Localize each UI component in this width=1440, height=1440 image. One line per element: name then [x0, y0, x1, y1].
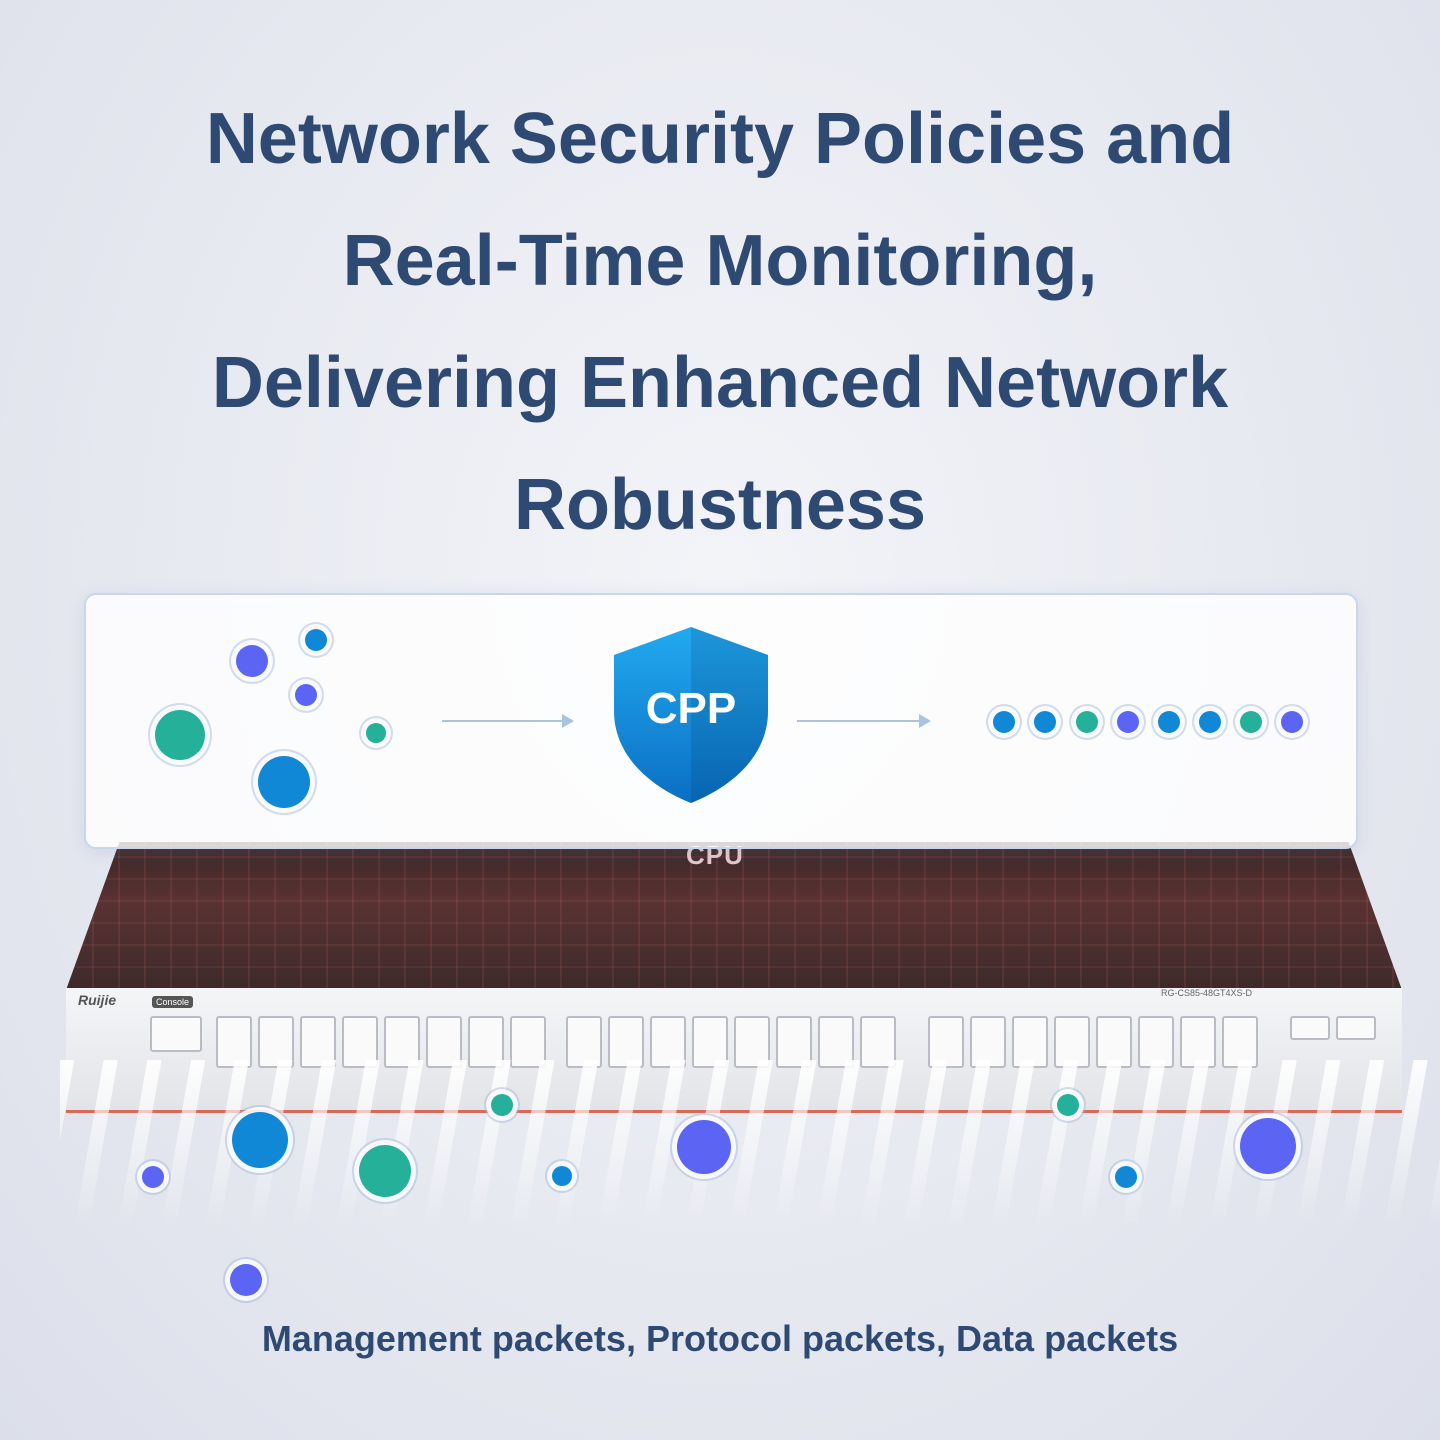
packet-dot-icon [359, 1145, 411, 1197]
packet-dot-icon [295, 684, 317, 706]
console-label: Console [152, 996, 194, 1008]
packet-dot-icon [258, 756, 310, 808]
packet-dot-icon [1199, 711, 1221, 733]
ethernet-port-icon [1180, 1016, 1216, 1068]
ethernet-cables [60, 1060, 1440, 1230]
ethernet-port-icon [818, 1016, 854, 1068]
packet-dot-icon [232, 1112, 288, 1168]
ethernet-port-icon [300, 1016, 336, 1068]
packet-dot-icon [993, 711, 1015, 733]
packet-dot-icon [1034, 711, 1056, 733]
brand-logo: Ruijie [78, 992, 117, 1008]
ethernet-port-icon [1290, 1016, 1330, 1040]
ethernet-port-icon [608, 1016, 644, 1068]
ethernet-port-icon [1222, 1016, 1258, 1068]
packet-dot-icon [1158, 711, 1180, 733]
headline-line-3: Delivering Enhanced Network [211, 343, 1229, 423]
port-group-1 [216, 1016, 546, 1074]
packet-dot-icon [236, 645, 268, 677]
packet-dot-icon [1115, 1166, 1137, 1188]
shield-icon [614, 627, 768, 803]
ethernet-port-icon [1012, 1016, 1048, 1068]
packet-dot-icon [677, 1120, 731, 1174]
ethernet-port-icon [342, 1016, 378, 1068]
packet-dot-icon [1281, 711, 1303, 733]
ethernet-port-icon [650, 1016, 686, 1068]
packet-dot-icon [1240, 1118, 1296, 1174]
shield-label: CPP [645, 684, 737, 733]
headline: Network Security Policies and Real-Time … [80, 78, 1360, 566]
arrow-right-icon [442, 714, 574, 728]
sfp-port-group [1290, 1016, 1376, 1074]
switch-internal-board [66, 842, 1402, 990]
packet-dot-icon [155, 710, 205, 760]
arrow-right-icon [797, 714, 931, 728]
ethernet-port-icon [426, 1016, 462, 1068]
packet-dot-icon [1076, 711, 1098, 733]
ethernet-port-icon [860, 1016, 896, 1068]
mgmt-port-group [150, 1016, 202, 1074]
port-group-2 [566, 1016, 896, 1074]
ethernet-port-icon [928, 1016, 964, 1068]
ethernet-port-icon [150, 1016, 202, 1052]
packet-dot-icon [1117, 711, 1139, 733]
packet-dot-icon [366, 723, 386, 743]
packet-dot-icon [230, 1264, 262, 1296]
packet-dot-icon [1057, 1094, 1079, 1116]
ethernet-port-icon [1336, 1016, 1376, 1040]
ethernet-port-icon [776, 1016, 812, 1068]
headline-line-4: Robustness [513, 465, 927, 545]
packet-dot-icon [1240, 711, 1262, 733]
ethernet-port-icon [510, 1016, 546, 1068]
ethernet-port-icon [734, 1016, 770, 1068]
packet-dot-icon [552, 1166, 572, 1186]
headline-line-2: Real-Time Monitoring, [342, 221, 1098, 301]
model-label: RG-CS85-48GT4XS-D [1160, 988, 1252, 998]
port-group-3 [928, 1016, 1258, 1074]
packet-dot-icon [491, 1094, 513, 1116]
ethernet-port-icon [384, 1016, 420, 1068]
ethernet-port-icon [1138, 1016, 1174, 1068]
headline-line-1: Network Security Policies and [205, 99, 1235, 179]
packet-dot-icon [142, 1166, 164, 1188]
ethernet-port-icon [1054, 1016, 1090, 1068]
packet-dot-icon [305, 629, 327, 651]
ethernet-port-icon [1096, 1016, 1132, 1068]
caption: Management packets, Protocol packets, Da… [261, 1318, 1179, 1359]
